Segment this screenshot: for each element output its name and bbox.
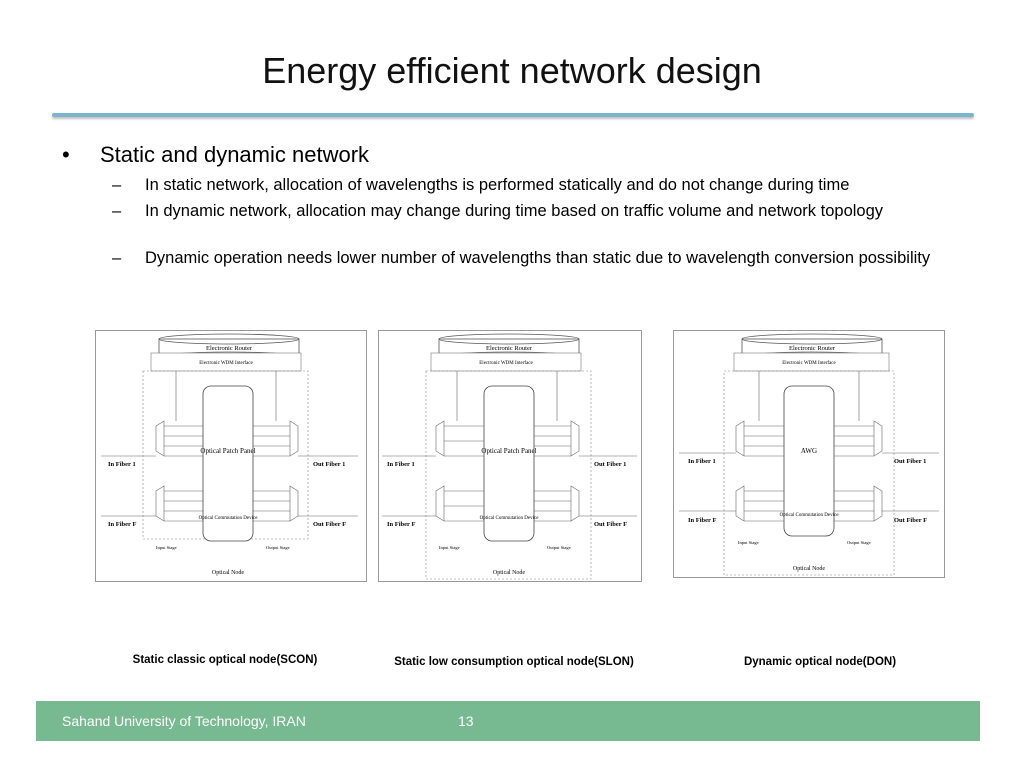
input-stage-label: Input Stage	[738, 540, 759, 545]
out-fiber-1: Out Fiber 1	[313, 461, 345, 468]
out-fiber-1: Out Fiber 1	[594, 461, 626, 468]
out-fiber-f: Out Fiber F	[313, 521, 346, 528]
in-fiber-1: In Fiber 1	[688, 458, 716, 465]
in-fiber-1: In Fiber 1	[108, 461, 136, 468]
bullet-dot-icon: •	[62, 142, 70, 167]
wdm-label: Electronic WDM Interface	[479, 361, 533, 366]
dash-icon: –	[112, 249, 122, 267]
out-fiber-f: Out Fiber F	[594, 521, 627, 528]
wdm-label: Electronic WDM Interface	[782, 361, 836, 366]
caption-scon: Static classic optical node(SCON)	[132, 654, 318, 666]
center-label: AWG	[801, 447, 817, 455]
wdm-label: Electronic WDM Interface	[199, 361, 253, 366]
caption-don: Dynamic optical node(DON)	[743, 656, 897, 668]
router-label: Electronic Router	[789, 345, 836, 352]
subbullet-text: In static network, allocation of wavelen…	[145, 176, 850, 194]
in-fiber-f: In Fiber F	[387, 521, 415, 528]
caption-slon: Static low consumption optical node(SLON…	[394, 656, 634, 668]
router-label: Electronic Router	[206, 345, 253, 352]
router-label: Electronic Router	[486, 345, 533, 352]
figure-don: Electronic Router Electronic WDM Interfa…	[673, 330, 945, 578]
out-fiber-f: Out Fiber F	[894, 517, 927, 524]
device-label: Optical Commutation Device	[199, 516, 259, 521]
footer-bar: Sahand University of Technology, IRAN 13	[36, 701, 980, 741]
dash-icon: –	[112, 176, 122, 194]
output-stage-label: Output Stage	[266, 545, 290, 550]
in-fiber-f: In Fiber F	[108, 521, 136, 528]
figure-slon: Electronic Router Electronic WDM Interfa…	[378, 330, 642, 582]
input-stage-label: Input Stage	[156, 545, 177, 550]
device-label: Optical Commutation Device	[780, 513, 840, 518]
don-diagram: Electronic Router Electronic WDM Interfa…	[679, 333, 939, 576]
center-label: Optical Patch Panel	[200, 447, 255, 455]
input-stage-label: Input Stage	[439, 545, 460, 550]
out-fiber-1: Out Fiber 1	[894, 458, 926, 465]
subbullet-text: Dynamic operation needs lower number of …	[145, 249, 931, 267]
slide-title: Energy efficient network design	[262, 50, 762, 91]
title-divider	[52, 113, 974, 117]
bullet-text: Static and dynamic network	[100, 142, 370, 167]
slide-number: 13	[458, 713, 474, 729]
center-label: Optical Patch Panel	[481, 447, 536, 455]
in-fiber-f: In Fiber F	[688, 517, 716, 524]
subbullet-text: In dynamic network, allocation may chang…	[145, 202, 884, 220]
optical-node-label: Optical Node	[212, 570, 244, 576]
scon-diagram: Electronic Router Electronic WDM Interfa…	[101, 333, 358, 576]
optical-node-label: Optical Node	[493, 570, 525, 576]
in-fiber-1: In Fiber 1	[387, 461, 415, 468]
dash-icon: –	[112, 202, 122, 220]
output-stage-label: Output Stage	[847, 540, 871, 545]
slon-diagram: Electronic Router Electronic WDM Interfa…	[382, 333, 637, 580]
figure-scon: Electronic Router Electronic WDM Interfa…	[95, 330, 367, 582]
output-stage-label: Output Stage	[547, 545, 571, 550]
footer-institution: Sahand University of Technology, IRAN	[62, 713, 306, 729]
optical-node-label: Optical Node	[793, 566, 825, 572]
device-label: Optical Commutation Device	[480, 516, 540, 521]
